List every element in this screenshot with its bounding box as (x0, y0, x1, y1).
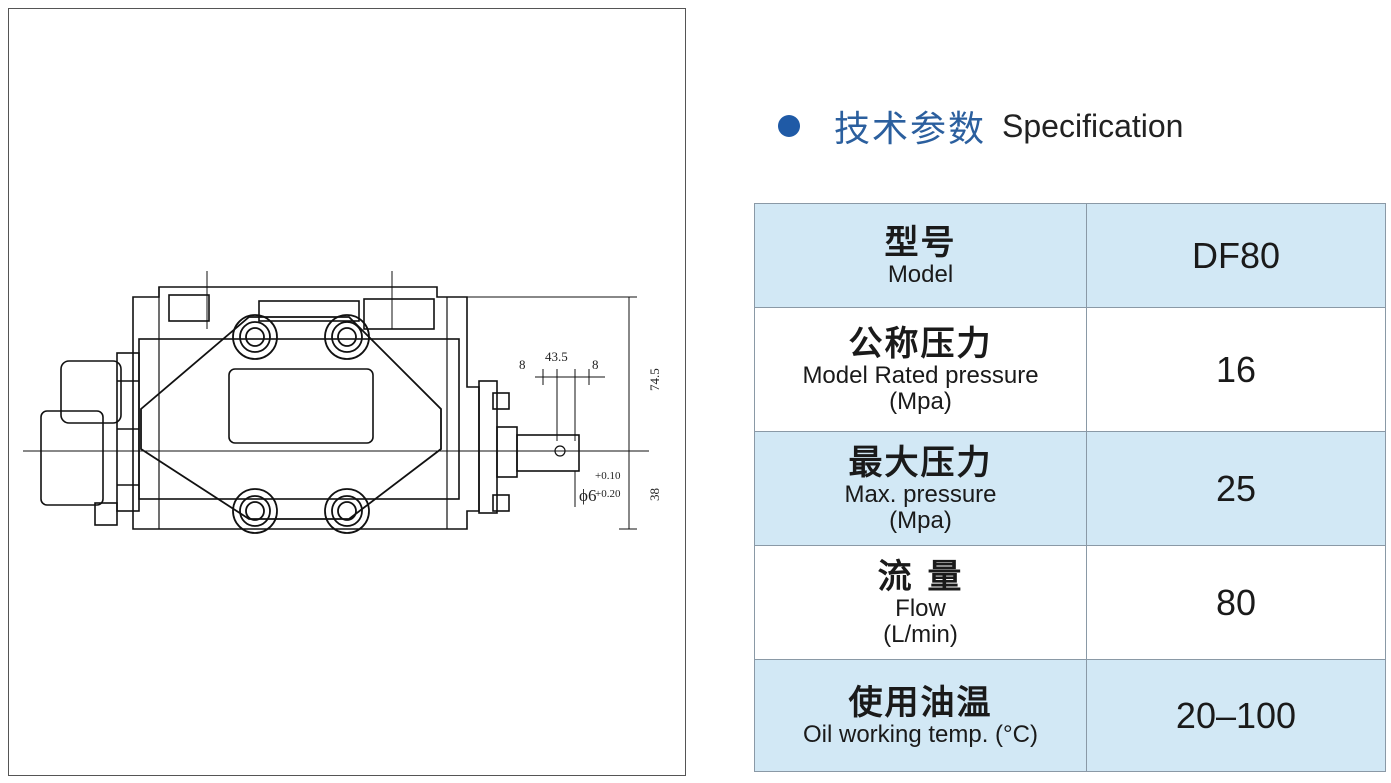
row-label: 公称压力 Model Rated pressure (Mpa) (754, 307, 1087, 432)
heading-title-en: Specification (1002, 107, 1184, 144)
label-en: Flow (895, 594, 946, 622)
label-en: Oil working temp. (°C) (803, 720, 1038, 748)
label-unit: (Mpa) (889, 387, 952, 415)
dim-8-left: 8 (519, 357, 526, 372)
label-cn: 最大压力 (848, 442, 993, 483)
label-unit: (Mpa) (889, 506, 952, 534)
row-value: 16 (1086, 307, 1386, 432)
label-en: Model Rated pressure (802, 361, 1039, 389)
specification-heading: 技术参数 Specification (778, 102, 1183, 150)
dim-38: 38 (647, 488, 662, 501)
table-row-oil-temp: 使用油温 Oil working temp. (°C) 20–100 (754, 659, 1386, 772)
table-row-model: 型号 Model DF80 (754, 203, 1386, 308)
row-label: 最大压力 Max. pressure (Mpa) (754, 431, 1087, 546)
row-value: 80 (1086, 545, 1386, 660)
specification-table: 型号 Model DF80 公称压力 Model Rated pressure … (754, 203, 1386, 772)
valve-body-inner (138, 338, 460, 500)
row-value: 25 (1086, 431, 1386, 546)
label-cn: 型号 (884, 222, 957, 263)
table-row-max-pressure: 最大压力 Max. pressure (Mpa) 25 (754, 431, 1386, 546)
label-unit: (L/min) (883, 620, 958, 648)
label-cn: 流 量 (877, 556, 964, 597)
bolt-group (232, 314, 370, 534)
table-row-flow: 流 量 Flow (L/min) 80 (754, 545, 1386, 660)
dim-43-5: 43.5 (545, 349, 568, 364)
right-flange (478, 380, 498, 514)
top-block-left (168, 294, 210, 322)
shaft-collar (496, 426, 518, 478)
tolerance-lower: +0.20 (595, 488, 621, 500)
row-label: 使用油温 Oil working temp. (°C) (754, 659, 1087, 772)
octagonal-cover (140, 316, 442, 520)
row-value: 20–100 (1086, 659, 1386, 772)
dim-8-right: 8 (592, 357, 599, 372)
valve-technical-drawing: 8 43.5 8 74.5 38 ϕ6 +0.10 +0.20 (23, 271, 662, 534)
label-cn: 公称压力 (848, 323, 993, 364)
tolerance-upper: +0.10 (595, 470, 621, 482)
valve-body-outline (132, 286, 480, 530)
row-label: 流 量 Flow (L/min) (754, 545, 1087, 660)
actuator-body (40, 410, 104, 506)
shaft-diameter-label: ϕ6 (579, 486, 596, 505)
dim-74-5: 74.5 (647, 368, 662, 391)
nameplate (228, 368, 374, 444)
row-value: DF80 (1086, 203, 1386, 308)
technical-drawing-frame: 8 43.5 8 74.5 38 ϕ6 +0.10 +0.20 (8, 8, 686, 776)
label-en: Model (887, 260, 954, 288)
table-row-rated-pressure: 公称压力 Model Rated pressure (Mpa) 16 (754, 307, 1386, 432)
heading-title-cn: 技术参数 (834, 109, 987, 150)
top-plate (258, 300, 360, 322)
actuator-bolt (94, 502, 118, 526)
actuator-upper (60, 360, 122, 424)
top-block (363, 298, 435, 330)
bullet-dot-icon (778, 115, 800, 137)
label-cn: 使用油温 (848, 682, 993, 723)
shaft (516, 434, 580, 472)
label-en: Max. pressure (844, 480, 997, 508)
row-label: 型号 Model (754, 203, 1087, 308)
